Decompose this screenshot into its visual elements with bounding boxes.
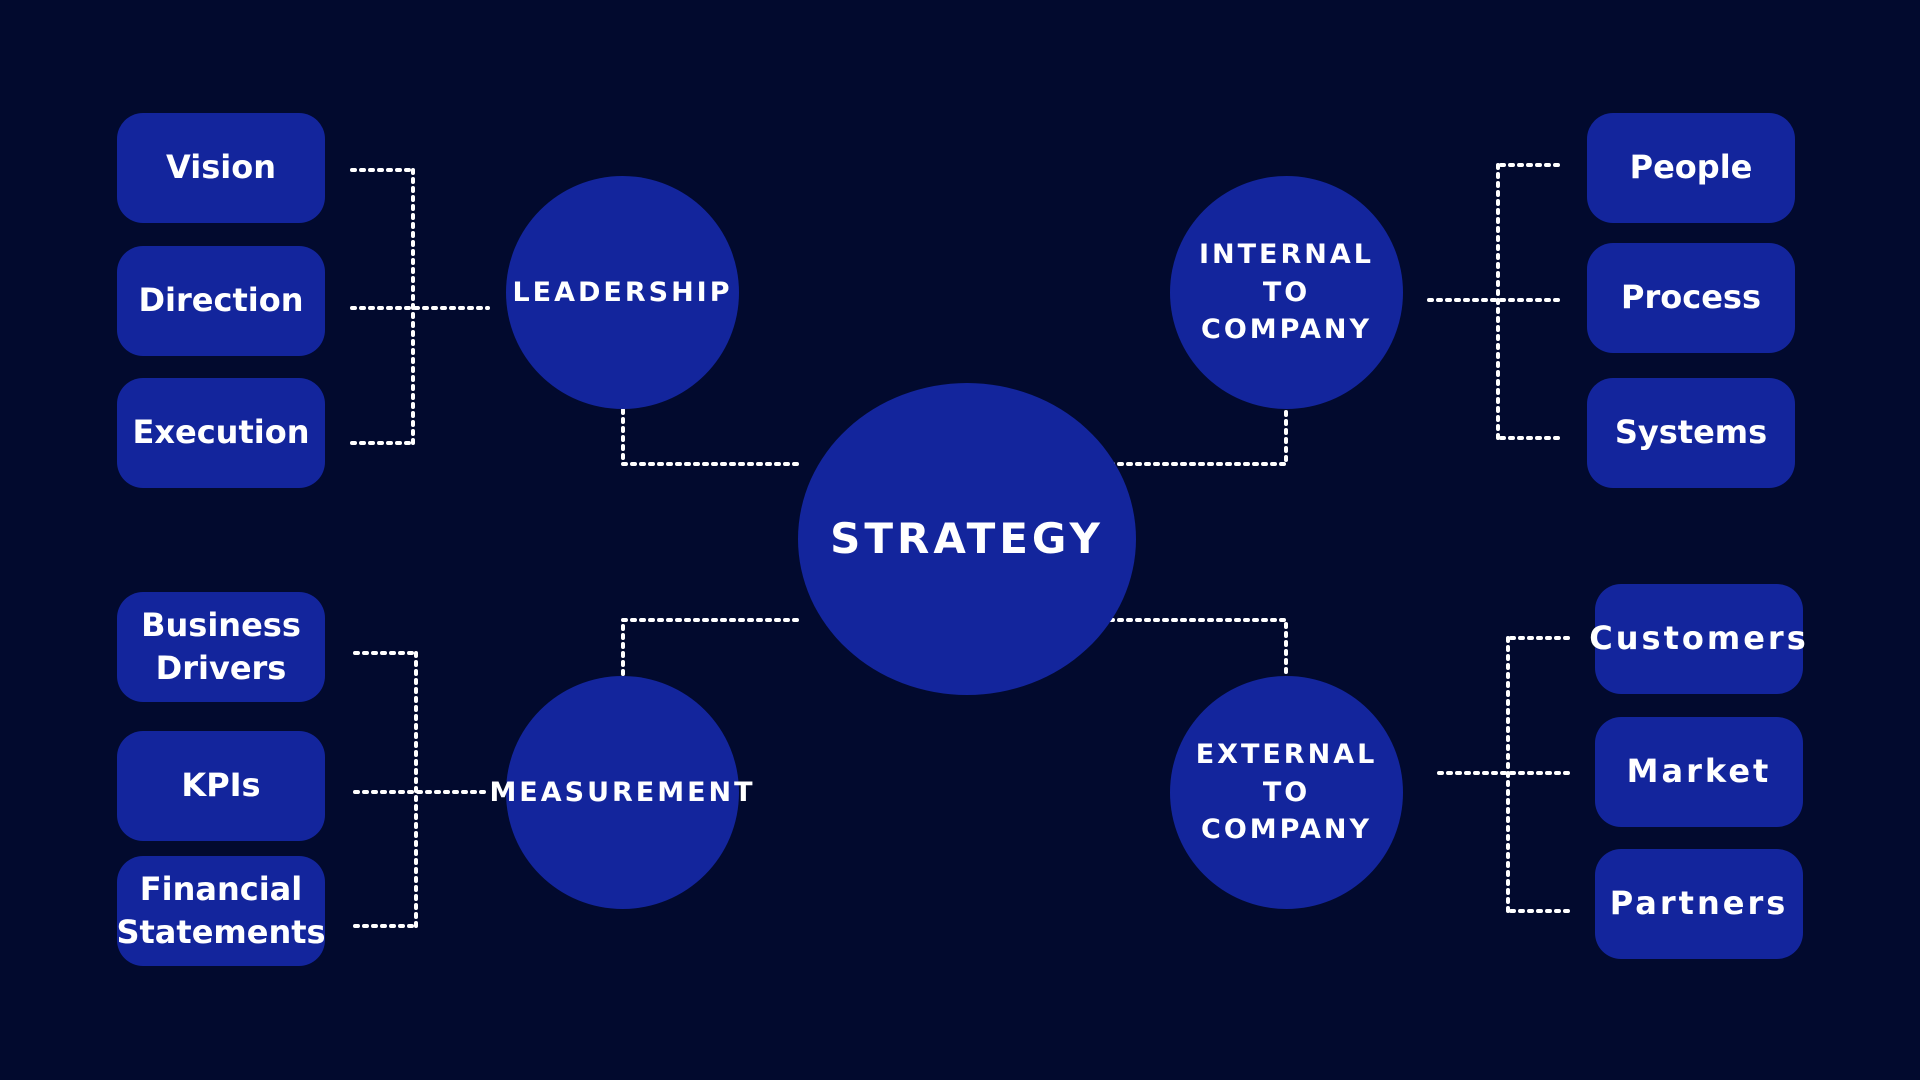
people-box[interactable]: People bbox=[1587, 113, 1795, 223]
kpis-label: KPIs bbox=[181, 766, 261, 805]
process-label: Process bbox=[1621, 278, 1761, 317]
execution-label: Execution bbox=[132, 413, 310, 452]
external-label-line-1: EXTERNAL bbox=[1195, 738, 1378, 770]
measurement-node[interactable]: MEASUREMENT bbox=[489, 676, 753, 909]
financial-statements-label-line-1: Financial bbox=[139, 869, 303, 908]
business-drivers-label-line-1: Business bbox=[141, 605, 301, 644]
internal-label-line-1: INTERNAL bbox=[1199, 238, 1374, 270]
customers-box[interactable]: Customers bbox=[1589, 584, 1806, 694]
financial-statements-label-line-2: Statements bbox=[116, 913, 326, 951]
execution-box[interactable]: Execution bbox=[117, 378, 325, 488]
leadership-node[interactable]: LEADERSHIP bbox=[506, 176, 739, 409]
vision-box[interactable]: Vision bbox=[117, 113, 325, 223]
partners-label: Partners bbox=[1609, 884, 1789, 923]
systems-label: Systems bbox=[1614, 413, 1768, 452]
vision-label: Vision bbox=[166, 148, 276, 187]
systems-box[interactable]: Systems bbox=[1587, 378, 1795, 488]
leadership-label: LEADERSHIP bbox=[512, 276, 733, 308]
partners-box[interactable]: Partners bbox=[1595, 849, 1803, 959]
internal-to-company-node[interactable]: INTERNAL TO COMPANY bbox=[1170, 176, 1403, 409]
people-label: People bbox=[1629, 148, 1753, 187]
measurement-label: MEASUREMENT bbox=[489, 776, 756, 808]
external-label-line-2: TO bbox=[1262, 776, 1311, 808]
customers-label: Customers bbox=[1589, 619, 1809, 658]
external-to-company-node[interactable]: EXTERNAL TO COMPANY bbox=[1170, 676, 1403, 909]
internal-label-line-2: TO bbox=[1262, 276, 1311, 308]
strategy-label: STRATEGY bbox=[830, 513, 1104, 563]
internal-label-line-3: COMPANY bbox=[1201, 314, 1372, 346]
strategy-node[interactable]: STRATEGY bbox=[798, 383, 1136, 695]
kpis-box[interactable]: KPIs bbox=[117, 731, 325, 841]
business-drivers-box[interactable]: Business Drivers bbox=[117, 592, 325, 702]
direction-label: Direction bbox=[138, 281, 304, 320]
business-drivers-label-line-2: Drivers bbox=[155, 649, 287, 687]
market-label: Market bbox=[1626, 752, 1772, 791]
market-box[interactable]: Market bbox=[1595, 717, 1803, 827]
external-label-line-3: COMPANY bbox=[1201, 814, 1372, 846]
financial-statements-box[interactable]: Financial Statements bbox=[116, 856, 326, 966]
direction-box[interactable]: Direction bbox=[117, 246, 325, 356]
process-box[interactable]: Process bbox=[1587, 243, 1795, 353]
